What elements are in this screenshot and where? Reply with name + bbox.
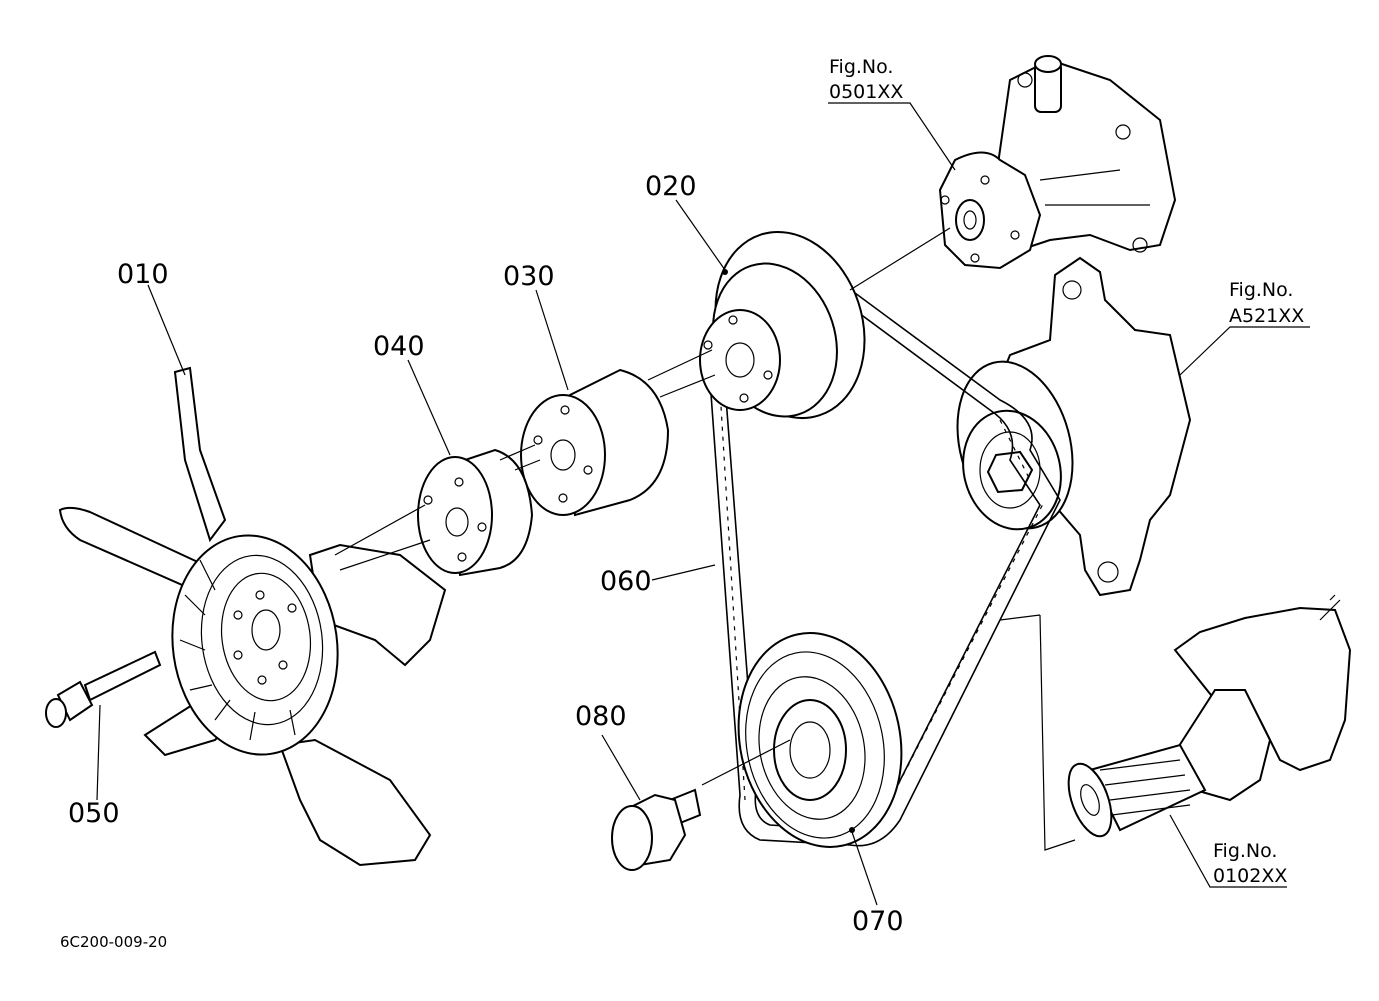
drawing-code: 6C200-009-20 — [60, 933, 167, 951]
fan-pulley-drawing — [699, 230, 866, 420]
part-number-020: 020 — [645, 171, 697, 202]
fan-bolt-drawing — [45, 650, 162, 728]
part-number-010: 010 — [117, 259, 169, 290]
ref-water-pump-line1: Fig.No. — [829, 56, 893, 78]
axis-lines — [334, 227, 1076, 851]
part-number-070: 070 — [852, 906, 904, 937]
crankshaft-drawing — [1067, 594, 1352, 838]
ref-alternator-line2: A521XX — [1229, 305, 1304, 327]
water-pump-drawing — [938, 55, 1177, 270]
crank-pulley-drawing — [737, 632, 903, 848]
leader-lines — [96, 102, 1310, 906]
part-number-040: 040 — [373, 331, 425, 362]
ref-water-pump-line2: 0501XX — [829, 81, 903, 103]
part-number-050: 050 — [68, 798, 120, 829]
ref-crankshaft-line2: 0102XX — [1213, 865, 1287, 887]
crank-bolt-drawing — [611, 788, 702, 871]
alternator-drawing — [956, 256, 1192, 597]
ref-crankshaft-line1: Fig.No. — [1213, 840, 1277, 862]
large-spacer-drawing — [520, 368, 670, 517]
ref-alternator-line1: Fig.No. — [1229, 279, 1293, 301]
fan-drawing — [58, 366, 447, 867]
small-spacer-drawing — [417, 448, 534, 577]
part-number-030: 030 — [503, 261, 555, 292]
part-number-080: 080 — [575, 701, 627, 732]
part-number-060: 060 — [600, 566, 652, 597]
